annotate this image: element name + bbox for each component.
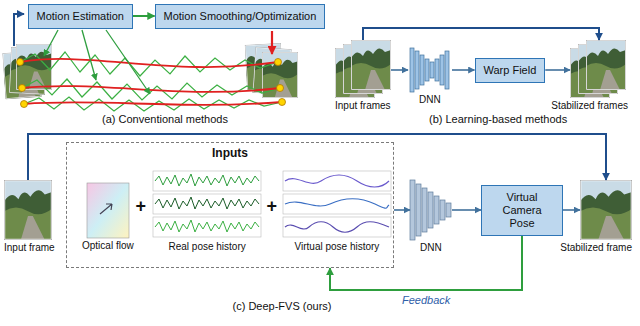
image-caption: Input frame <box>4 242 55 254</box>
image-caption: Input frames <box>335 100 391 112</box>
image-panel: DNN <box>408 48 452 92</box>
flow-image <box>87 183 129 238</box>
panel-caption: (c) Deep-FVS (ours) <box>233 300 332 312</box>
output-photo <box>580 180 632 240</box>
panel-caption: (b) Learning-based methods <box>429 113 567 125</box>
feature-points <box>17 59 286 108</box>
frame-stack <box>335 40 626 98</box>
input-photo <box>4 180 52 240</box>
process-box: Motion Smoothing/Optimization <box>155 4 326 29</box>
image-caption: Virtual pose history <box>295 241 380 253</box>
image-caption: Optical flow <box>82 240 134 252</box>
box-label: Motion Smoothing/Optimization <box>164 10 317 23</box>
network-symbol <box>410 48 449 92</box>
image-caption: DNN <box>420 242 442 254</box>
connector-arrow <box>452 209 481 211</box>
plus-sign: + <box>136 196 147 217</box>
edge-label: Feedback <box>400 294 452 306</box>
network-symbol <box>410 180 451 240</box>
image-panel: Stabilized frame <box>580 180 632 240</box>
image-caption: DNN <box>419 94 441 106</box>
box-label: Motion Estimation <box>37 10 124 23</box>
connector-arrow <box>363 28 599 40</box>
panel-caption: (a) Conventional methods <box>102 113 228 125</box>
connector-arrow <box>28 134 606 180</box>
plus-sign: + <box>267 196 278 217</box>
image-panel: Optical flow <box>87 183 129 238</box>
process-box: Virtual Camera Pose <box>481 185 563 236</box>
pose-plot <box>283 171 391 237</box>
pose-plot <box>153 171 261 237</box>
connector-arrow <box>394 209 410 211</box>
group-heading: Inputs <box>67 143 393 160</box>
connector-arrow <box>452 69 475 71</box>
box-label: Warp Field <box>484 64 537 77</box>
image-panel: Real pose history <box>153 171 261 239</box>
flow-arrow <box>14 14 24 46</box>
smooth-arrow <box>271 31 273 54</box>
estimate-lines <box>44 30 150 94</box>
trajectories <box>20 52 282 111</box>
image-panel: Input frames <box>335 40 391 98</box>
image-panel: DNN <box>410 180 452 240</box>
image-caption: Real pose history <box>169 241 246 253</box>
image-panel: Input frame <box>4 180 52 240</box>
connector-arrow <box>563 209 580 211</box>
connector-arrow <box>133 15 155 17</box>
image-panel: Virtual pose history <box>283 171 391 239</box>
process-box: Warp Field <box>475 58 546 83</box>
connector-arrow <box>391 69 408 71</box>
image-caption: Stabilized frames <box>551 100 628 112</box>
image-panel: Stabilized frames <box>570 40 628 98</box>
input-group: InputsOptical flowReal pose historyVirtu… <box>66 142 394 268</box>
box-label: Virtual Camera Pose <box>490 191 554 230</box>
process-box: Motion Estimation <box>28 4 133 29</box>
connector-arrow <box>545 69 570 71</box>
image-caption: Stabilized frame <box>560 242 632 254</box>
